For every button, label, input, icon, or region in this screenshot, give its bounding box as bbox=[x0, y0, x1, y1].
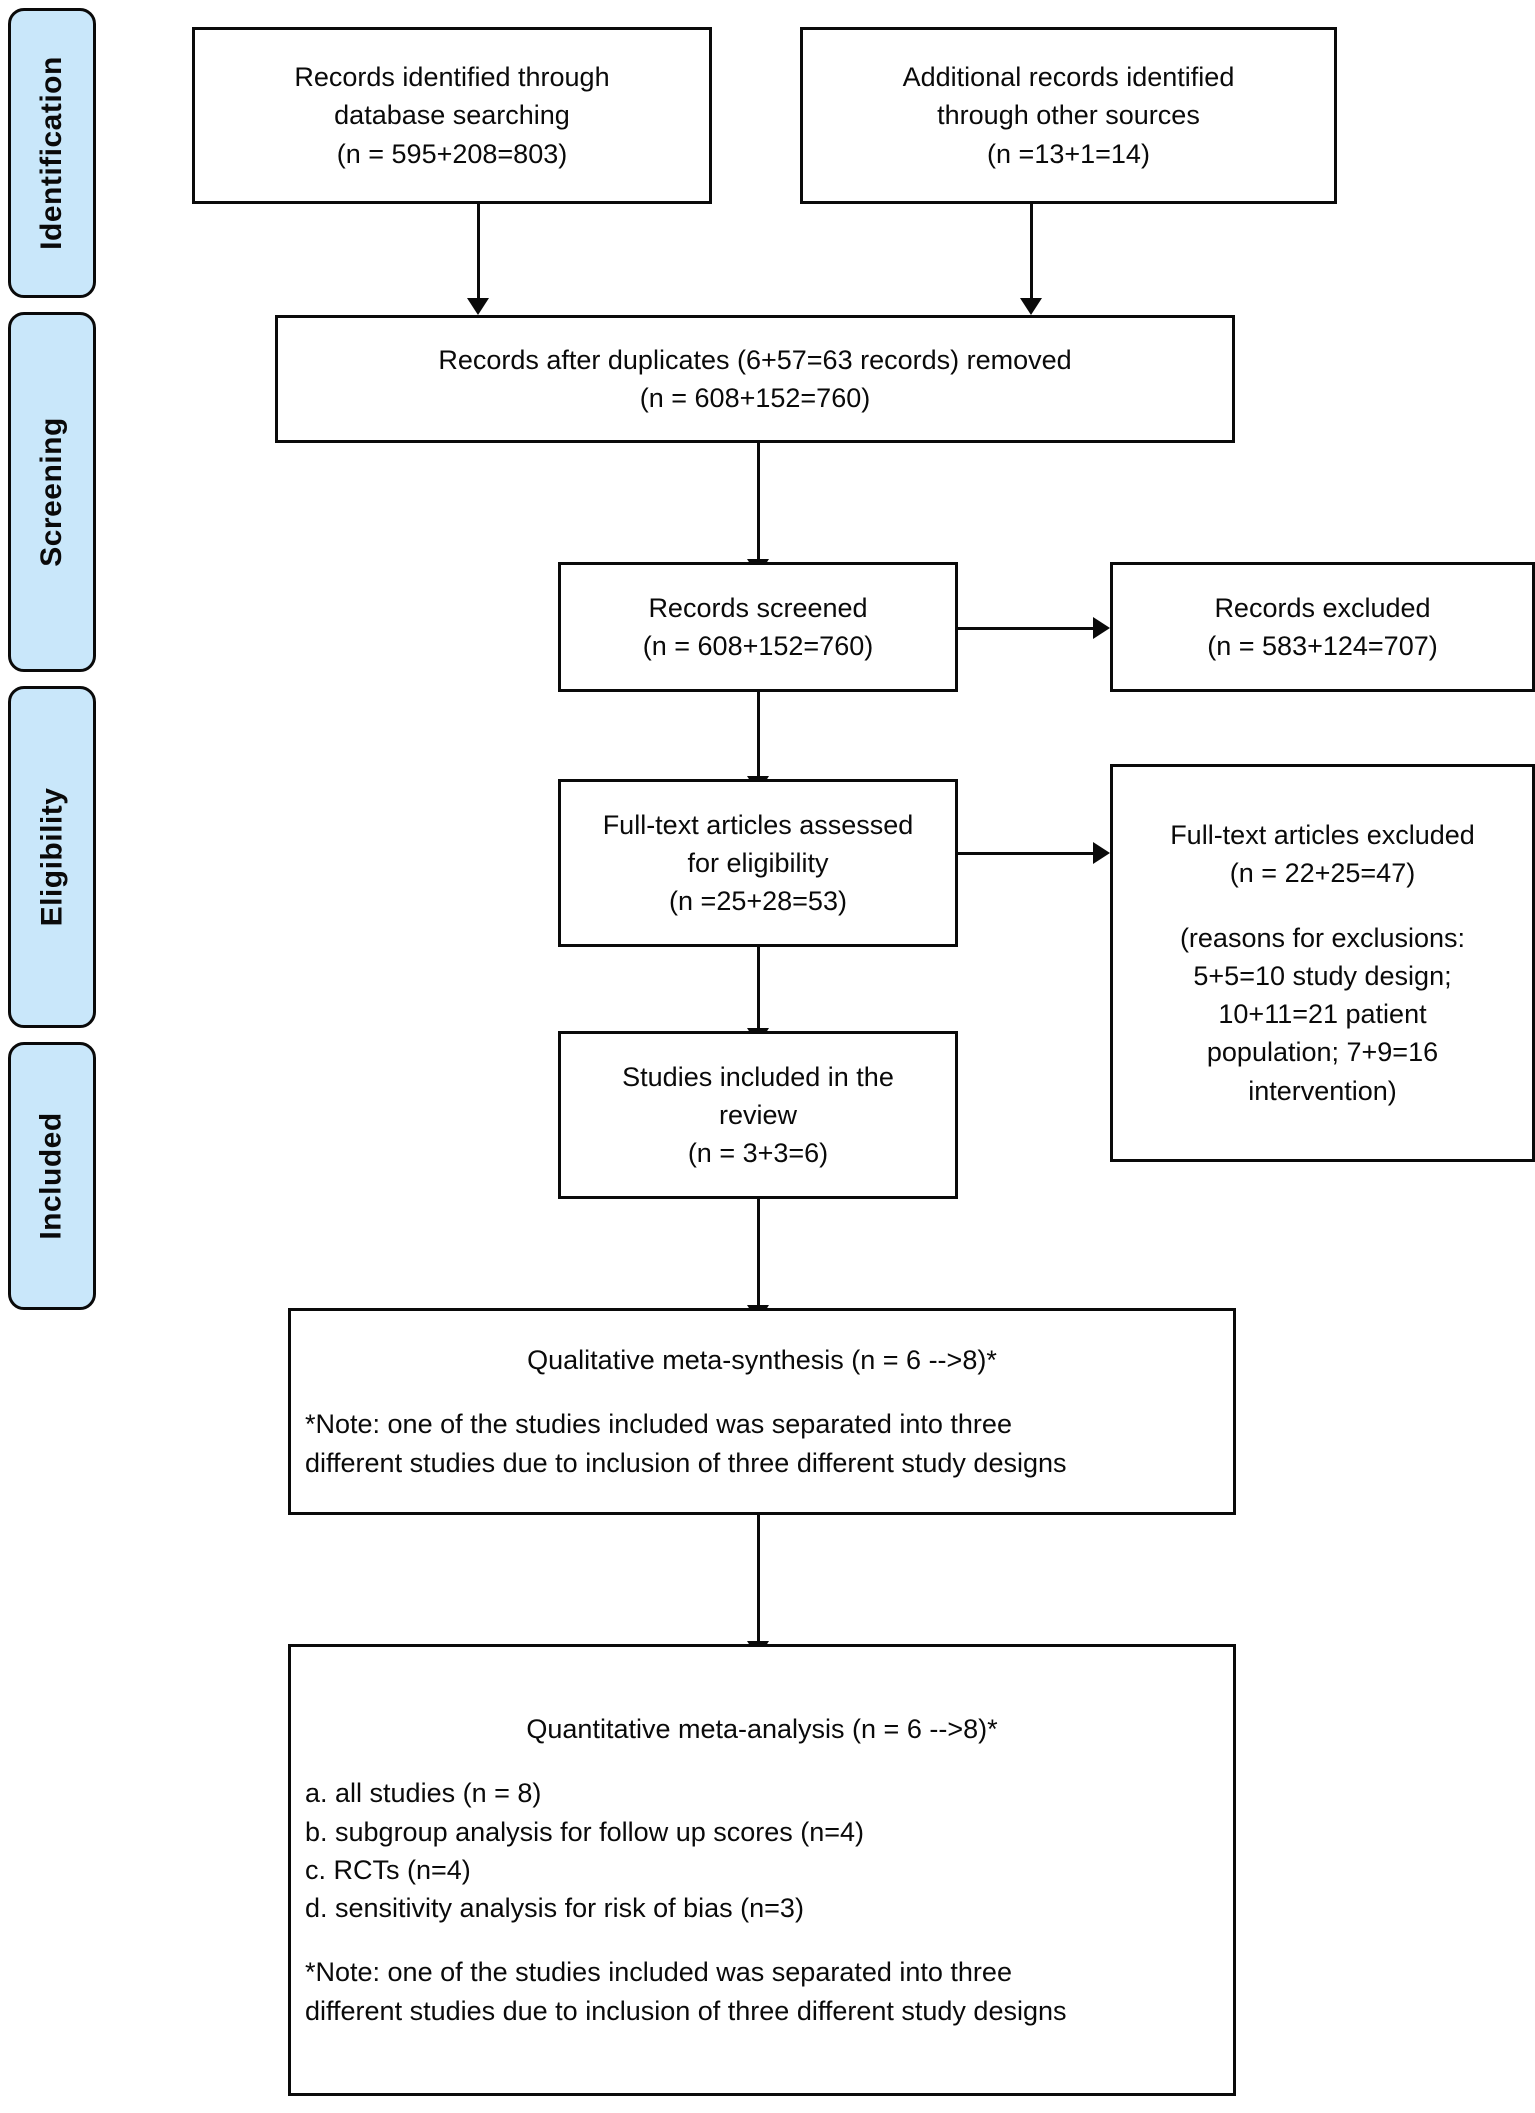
box-records-excluded: Records excluded (n = 583+124=707) bbox=[1110, 562, 1535, 692]
connector-identified-to-duplicates bbox=[477, 204, 480, 302]
quantitative-note-line-2: different studies due to inclusion of th… bbox=[305, 1995, 1067, 2026]
quantitative-item-c: c. RCTs (n=4) bbox=[305, 1854, 471, 1885]
after-duplicates-line-1: Records after duplicates (6+57=63 record… bbox=[438, 344, 1072, 375]
stage-box-identification: Identification bbox=[8, 8, 96, 298]
connector-additional-to-duplicates bbox=[1030, 204, 1033, 302]
records-identified-line-3: (n = 595+208=803) bbox=[336, 138, 568, 169]
quantitative-note-line-1: *Note: one of the studies included was s… bbox=[305, 1957, 1012, 1988]
stage-label-identification: Identification bbox=[35, 56, 69, 250]
arrowhead-identified-to-duplicates bbox=[467, 298, 489, 315]
studies-included-line-3: (n = 3+3=6) bbox=[687, 1138, 829, 1169]
box-additional-records: Additional records identified through ot… bbox=[800, 27, 1337, 204]
qualitative-spacer bbox=[305, 1379, 1219, 1405]
arrowhead-screened-to-excluded bbox=[1093, 617, 1110, 639]
fulltext-excluded-line-4: (reasons for exclusions: bbox=[1179, 922, 1466, 953]
connector-fulltext-to-excluded bbox=[958, 852, 1093, 855]
additional-records-line-2: through other sources bbox=[937, 100, 1200, 131]
qualitative-heading: Qualitative meta-synthesis (n = 6 -->8)* bbox=[527, 1345, 997, 1375]
quantitative-spacer-1 bbox=[305, 1748, 1219, 1774]
fulltext-assessed-line-3: (n =25+28=53) bbox=[669, 886, 847, 917]
records-screened-line-1: Records screened bbox=[648, 592, 868, 623]
stage-box-included: Included bbox=[8, 1042, 96, 1310]
box-studies-included: Studies included in the review (n = 3+3=… bbox=[558, 1031, 958, 1199]
fulltext-excluded-line-7: population; 7+9=16 bbox=[1206, 1037, 1439, 1068]
records-excluded-line-2: (n = 583+124=707) bbox=[1207, 631, 1438, 661]
quantitative-item-a: a. all studies (n = 8) bbox=[305, 1778, 542, 1809]
box-qualitative-meta-synthesis: Qualitative meta-synthesis (n = 6 -->8)*… bbox=[288, 1308, 1236, 1515]
fulltext-excluded-line-1: Full-text articles excluded bbox=[1170, 819, 1475, 850]
fulltext-excluded-line-6: 10+11=21 patient bbox=[1218, 999, 1427, 1030]
records-identified-line-2: database searching bbox=[334, 100, 570, 131]
quantitative-item-b: b. subgroup analysis for follow up score… bbox=[305, 1816, 865, 1847]
additional-records-line-3: (n =13+1=14) bbox=[987, 138, 1150, 169]
fulltext-excluded-line-5: 5+5=10 study design; bbox=[1193, 960, 1452, 991]
box-quantitative-meta-analysis: Quantitative meta-analysis (n = 6 -->8)*… bbox=[288, 1644, 1236, 2096]
records-excluded-line-1: Records excluded bbox=[1214, 592, 1431, 623]
connector-screened-to-fulltext bbox=[757, 692, 760, 780]
fulltext-excluded-line-2: (n = 22+25=47) bbox=[1229, 858, 1416, 889]
stage-label-eligibility: Eligibility bbox=[35, 787, 69, 927]
fulltext-excluded-line-8: intervention) bbox=[1248, 1075, 1397, 1106]
fulltext-assessed-line-2: for eligibility bbox=[687, 847, 829, 878]
arrowhead-additional-to-duplicates bbox=[1020, 298, 1042, 315]
fulltext-assessed-line-1: Full-text articles assessed bbox=[602, 809, 914, 840]
records-screened-line-2: (n = 608+152=760) bbox=[642, 631, 874, 661]
quantitative-heading: Quantitative meta-analysis (n = 6 -->8)* bbox=[526, 1713, 998, 1744]
qualitative-note-line-2: different studies due to inclusion of th… bbox=[305, 1447, 1067, 1478]
studies-included-line-2: review bbox=[718, 1099, 798, 1130]
box-fulltext-excluded: Full-text articles excluded (n = 22+25=4… bbox=[1110, 764, 1535, 1162]
quantitative-spacer-2 bbox=[305, 1927, 1219, 1953]
stage-box-screening: Screening bbox=[8, 312, 96, 672]
box-after-duplicates: Records after duplicates (6+57=63 record… bbox=[275, 315, 1235, 443]
stage-box-eligibility: Eligibility bbox=[8, 686, 96, 1028]
arrowhead-fulltext-to-excluded bbox=[1093, 842, 1110, 864]
connector-screened-to-excluded bbox=[958, 627, 1093, 630]
additional-records-line-1: Additional records identified bbox=[902, 62, 1235, 92]
quantitative-item-d: d. sensitivity analysis for risk of bias… bbox=[305, 1893, 804, 1924]
connector-duplicates-to-screened bbox=[757, 443, 760, 563]
connector-fulltext-to-studies bbox=[757, 947, 760, 1032]
box-fulltext-assessed: Full-text articles assessed for eligibil… bbox=[558, 779, 958, 947]
box-records-screened: Records screened (n = 608+152=760) bbox=[558, 562, 958, 692]
stage-label-included: Included bbox=[35, 1112, 68, 1240]
records-identified-line-1: Records identified through bbox=[294, 62, 610, 92]
studies-included-line-1: Studies included in the bbox=[622, 1061, 894, 1092]
box-records-identified: Records identified through database sear… bbox=[192, 27, 712, 204]
qualitative-note-line-1: *Note: one of the studies included was s… bbox=[305, 1409, 1012, 1440]
fulltext-excluded-spacer bbox=[1127, 893, 1518, 919]
connector-studies-to-qualitative bbox=[757, 1199, 760, 1309]
connector-qualitative-to-quantitative bbox=[757, 1515, 760, 1645]
after-duplicates-line-2: (n = 608+152=760) bbox=[639, 383, 871, 413]
stage-label-screening: Screening bbox=[35, 417, 68, 567]
